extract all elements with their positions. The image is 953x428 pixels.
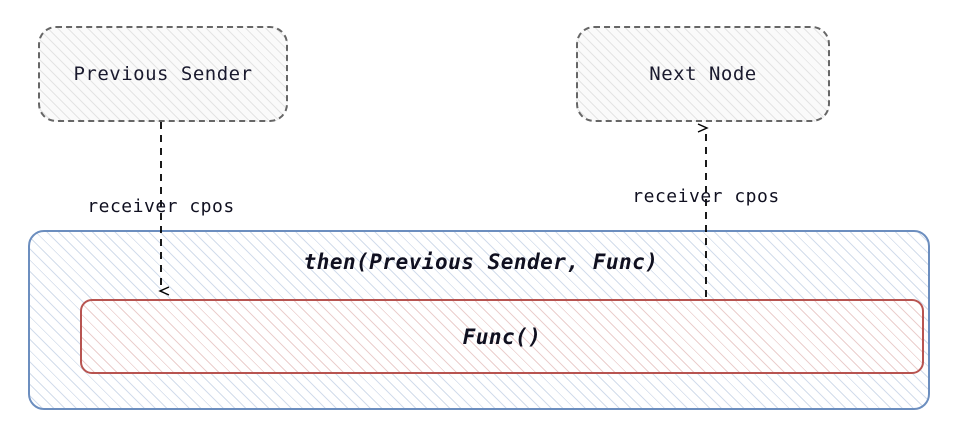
node-func[interactable]: Func() bbox=[80, 299, 924, 374]
node-previous-sender[interactable]: Previous Sender bbox=[38, 26, 288, 122]
node-next-node-label: Next Node bbox=[649, 63, 757, 85]
node-next-node[interactable]: Next Node bbox=[576, 26, 830, 122]
edge-label-incoming: receiver cpos bbox=[87, 196, 235, 217]
node-previous-sender-label: Previous Sender bbox=[73, 63, 253, 85]
container-then[interactable]: then(Previous Sender, Func) Func() bbox=[28, 230, 930, 410]
node-func-label: Func() bbox=[462, 324, 542, 349]
container-then-label: then(Previous Sender, Func) bbox=[303, 250, 659, 274]
edge-label-outgoing: receiver cpos bbox=[632, 186, 780, 207]
